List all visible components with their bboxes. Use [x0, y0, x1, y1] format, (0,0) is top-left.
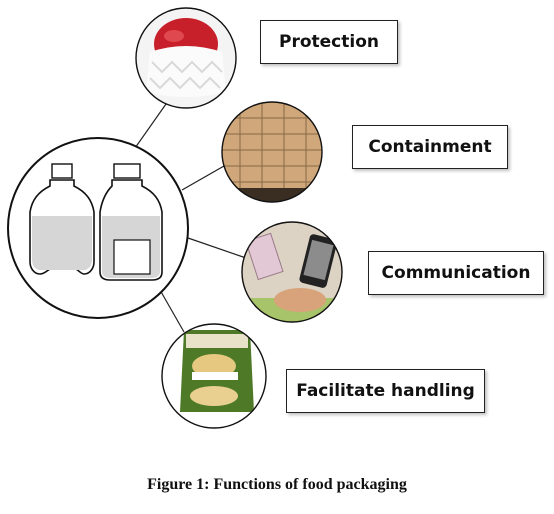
apple-foam-net-icon	[135, 7, 237, 109]
connector-handling	[159, 289, 185, 333]
protection-label: Protection	[260, 20, 398, 64]
figure-caption: Figure 1: Functions of food packaging	[147, 476, 407, 493]
phone-scanning-package-icon	[241, 221, 343, 323]
snack-bag-icon	[161, 323, 267, 429]
diagram-canvas	[7, 7, 343, 429]
communication-label: Communication	[368, 251, 544, 295]
bottles-icon	[7, 137, 189, 319]
connector-communication	[187, 237, 247, 259]
facilitate-handling-label: Facilitate handling	[286, 369, 485, 413]
connector-containment	[181, 165, 225, 191]
containment-label: Containment	[352, 125, 508, 169]
pallet-of-boxes-icon	[221, 101, 323, 203]
